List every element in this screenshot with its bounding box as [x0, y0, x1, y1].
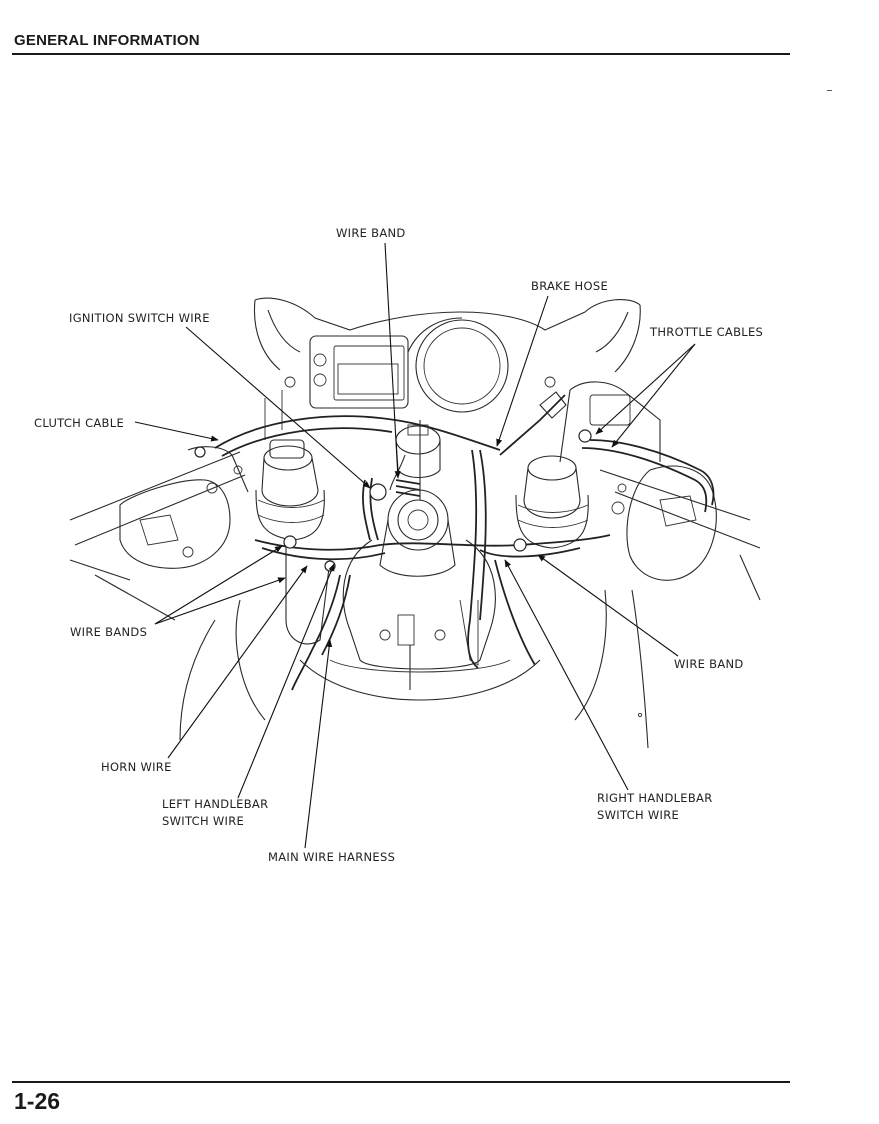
label-left-handlebar-line2: SWITCH WIRE: [162, 814, 244, 828]
label-right-handlebar-line1: RIGHT HANDLEBAR: [597, 791, 713, 805]
callout-leader-lines: [134, 242, 696, 849]
callout-labels: WIRE BAND BRAKE HOSE IGNITION SWITCH WIR…: [34, 226, 763, 864]
page-number: 1-26: [14, 1088, 61, 1114]
label-main-wire-harness: MAIN WIRE HARNESS: [268, 850, 395, 864]
margin-mark: [827, 90, 832, 91]
header-rule: [12, 53, 790, 55]
label-clutch-cable: CLUTCH CABLE: [34, 416, 124, 430]
footer-rule: [12, 1081, 790, 1083]
label-right-handlebar-line2: SWITCH WIRE: [597, 808, 679, 822]
label-wire-band-top: WIRE BAND: [336, 226, 406, 240]
motorcycle-front-illustration: [69, 297, 761, 749]
label-throttle-cables: THROTTLE CABLES: [649, 325, 763, 339]
label-wire-band-right: WIRE BAND: [674, 657, 744, 671]
label-wire-bands: WIRE BANDS: [70, 625, 147, 639]
label-brake-hose: BRAKE HOSE: [531, 279, 608, 293]
label-left-handlebar-line1: LEFT HANDLEBAR: [162, 797, 268, 811]
page-header-title: GENERAL INFORMATION: [14, 32, 200, 49]
label-horn-wire: HORN WIRE: [101, 760, 172, 774]
label-ignition-switch-wire: IGNITION SWITCH WIRE: [69, 311, 210, 325]
